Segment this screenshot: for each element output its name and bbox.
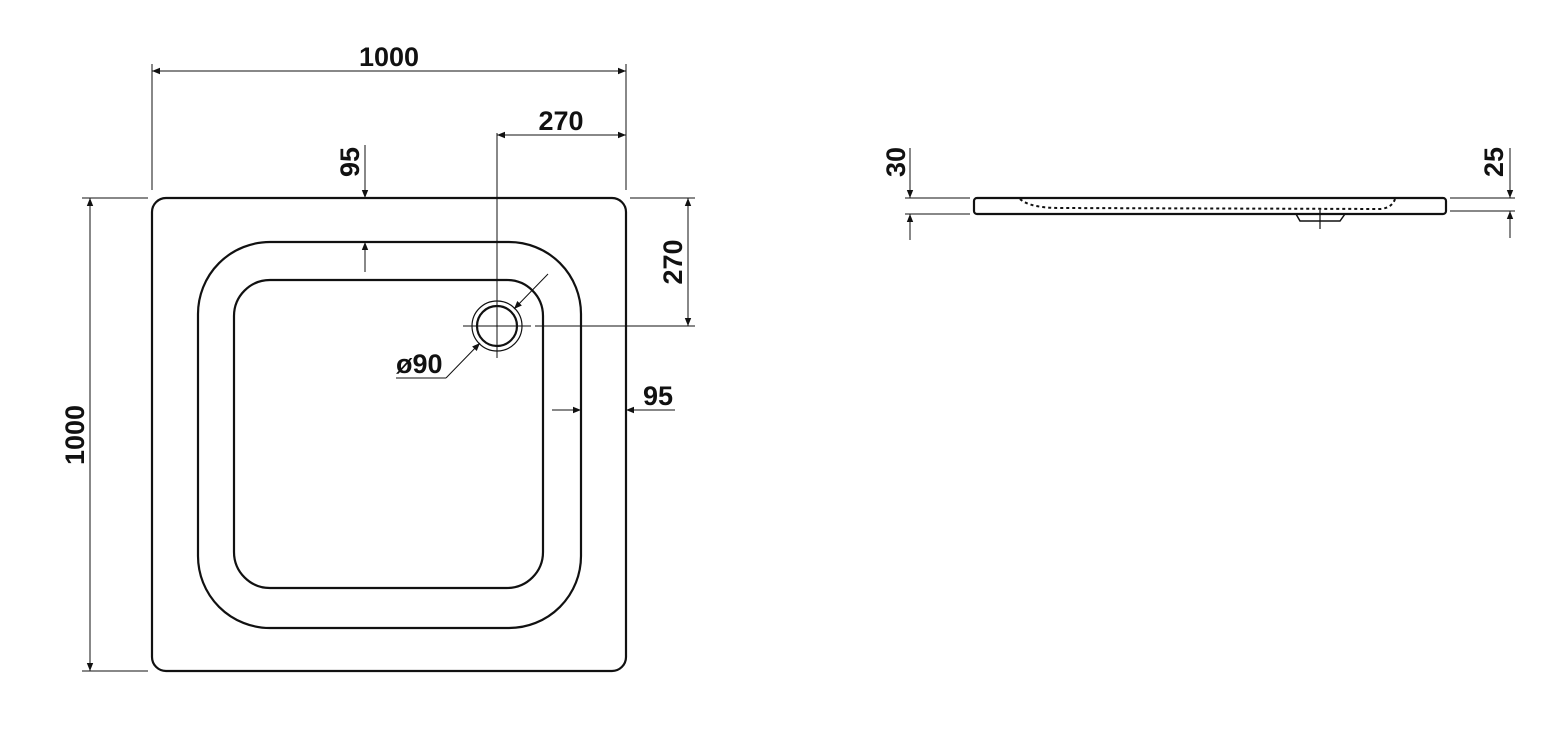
tray-outline <box>150 196 628 673</box>
height-left-dimension: 30 <box>881 147 911 177</box>
rim-inner-edge <box>196 240 583 630</box>
top-view: 1000 270 95 1000 270 95 ø90 <box>60 42 695 673</box>
rim-top-dimension: 95 <box>335 147 365 177</box>
basin-floor <box>232 278 545 590</box>
height-right-dimension: 25 <box>1479 147 1509 177</box>
depth-dimension: 1000 <box>60 405 90 465</box>
side-view: 30 25 <box>881 147 1515 240</box>
drain-diameter-dimension: ø90 <box>396 349 443 379</box>
width-dimension: 1000 <box>359 42 419 72</box>
rim-right-dimension: 95 <box>643 381 673 411</box>
tray-profile <box>972 196 1448 216</box>
basin-hidden-line <box>1019 198 1396 211</box>
drain-offset-x-dimension: 270 <box>538 106 583 136</box>
drain-offset-y-dimension: 270 <box>658 239 688 284</box>
